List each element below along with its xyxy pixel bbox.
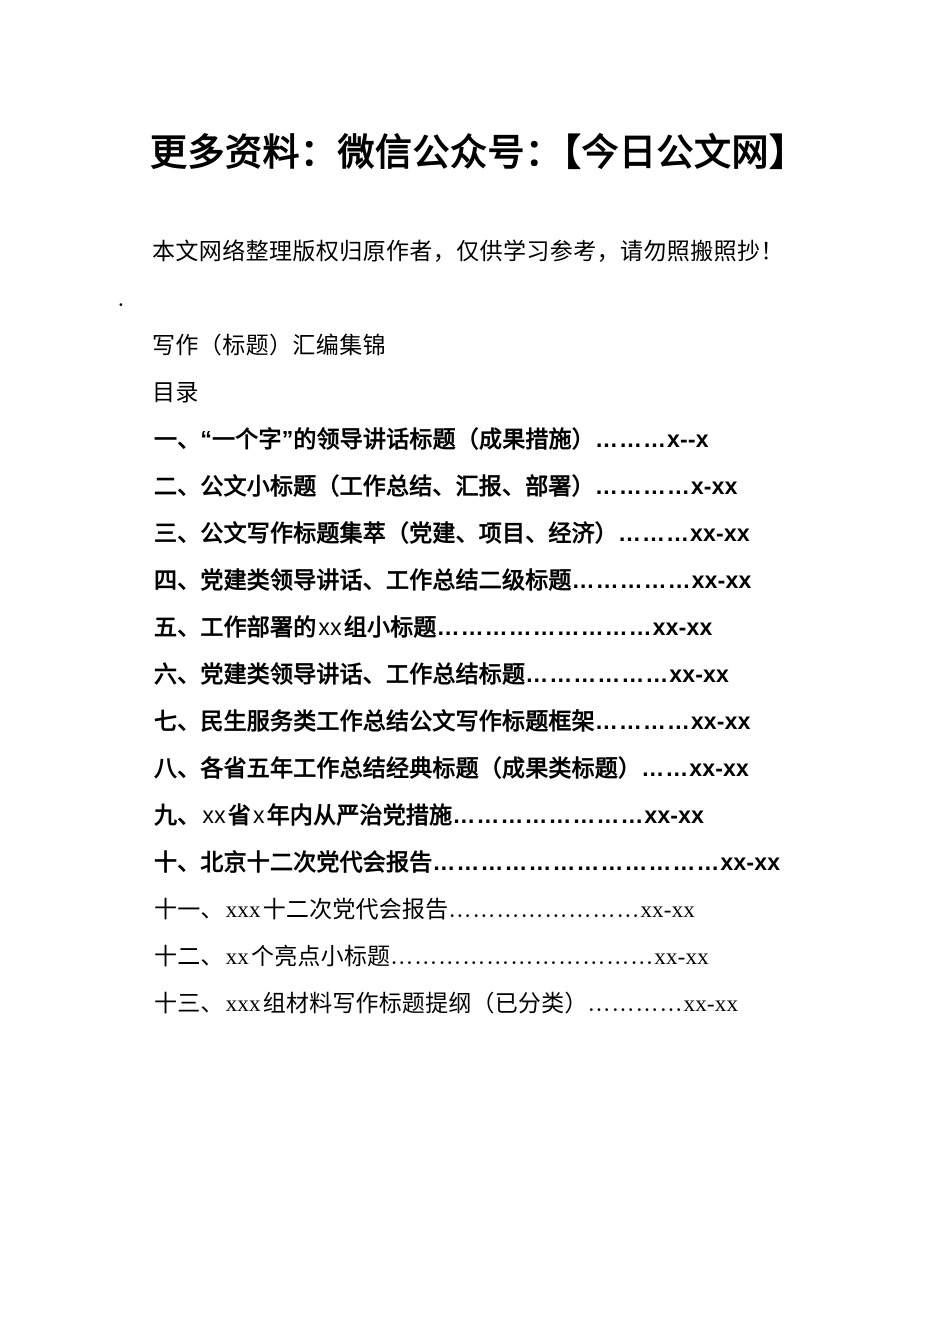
toc-leader-dots: ……………………………	[390, 944, 655, 969]
toc-page-number: xx-xx	[689, 755, 750, 781]
latin: xx	[202, 802, 226, 828]
title_post: 个亮点小标题	[251, 944, 391, 969]
toc-page-number: xx-xx	[669, 661, 730, 687]
toc-page-number: x--x	[667, 426, 709, 452]
toc-number: 九、	[154, 802, 201, 828]
toc-leader-dots: ………………………………	[432, 849, 721, 875]
toc-leader-dots: ……	[641, 755, 690, 781]
title: 党建类领导讲话、工作总结标题	[200, 661, 526, 687]
toc-number: 八、	[154, 755, 201, 781]
toc-leader-dots: ………………	[525, 661, 670, 687]
toc-entry[interactable]: 四、党建类领导讲话、工作总结二级标题……………xx-xx	[118, 557, 832, 604]
toc-number: 十三、	[154, 991, 224, 1016]
toc-number: 五、	[154, 614, 201, 640]
document-subtitle: 写作（标题）汇编集锦	[152, 333, 386, 358]
toc-page-number: xx-xx	[654, 944, 709, 969]
toc-leader-dots: ……………………	[448, 897, 641, 922]
toc-number: 十一、	[154, 897, 224, 922]
latin: xx	[225, 944, 250, 969]
title_post: 十二次党代会报告	[262, 897, 449, 922]
toc-entry[interactable]: 十一、xxx十二次党代会报告……………………xx-xx	[118, 886, 832, 933]
latin: xxx	[225, 991, 261, 1016]
document-body: 本文网络整理版权归原作者，仅供学习参考，请勿照搬照抄！ . 写作（标题）汇编集锦…	[118, 228, 832, 1027]
title: “一个字”的领导讲话标题（成果措施）	[200, 426, 596, 452]
toc-number: 二、	[154, 473, 201, 499]
toc-heading: 目录	[152, 380, 199, 405]
toc-page-number: xx-xx	[691, 567, 752, 593]
toc-entry[interactable]: 二、公文小标题（工作总结、汇报、部署）…………x-xx	[118, 463, 832, 510]
title_post: 年内从严治党措施	[266, 802, 453, 828]
toc-entry[interactable]: 十二、xx个亮点小标题……………………………xx-xx	[118, 933, 832, 980]
toc-leader-dots: ……………………	[452, 802, 645, 828]
title_pre: 工作部署的	[200, 614, 317, 640]
toc-leader-dots: ………	[595, 426, 668, 452]
title_post: 组小标题	[343, 614, 437, 640]
toc-entry[interactable]: 六、党建类领导讲话、工作总结标题………………xx-xx	[118, 651, 832, 698]
toc-page-number: xx-xx	[652, 614, 713, 640]
disclaimer-continuation: .	[118, 286, 124, 311]
toc-leader-dots: …………	[587, 991, 684, 1016]
title: 党建类领导讲话、工作总结二级标题	[200, 567, 572, 593]
toc-entry[interactable]: 一、“一个字”的领导讲话标题（成果措施）………x--x	[118, 416, 832, 463]
toc-leader-dots: ………	[618, 520, 691, 546]
toc-entry[interactable]: 八、各省五年工作总结经典标题（成果类标题）……xx-xx	[118, 745, 832, 792]
toc-leader-dots: ………………………	[436, 614, 653, 640]
toc-page-number: x-xx	[690, 473, 738, 499]
toc-page-number: xx-xx	[690, 708, 751, 734]
toc-leader-dots: …………	[594, 708, 691, 734]
latin: xx	[318, 614, 342, 640]
toc-number: 六、	[154, 661, 201, 687]
toc-entry[interactable]: 七、民生服务类工作总结公文写作标题框架…………xx-xx	[118, 698, 832, 745]
toc-page-number: xx-xx	[720, 849, 781, 875]
toc-number: 十二、	[154, 944, 224, 969]
title_mid: 省	[227, 802, 252, 828]
title: 各省五年工作总结经典标题（成果类标题）	[200, 755, 642, 781]
toc-entry[interactable]: 九、xx省x年内从严治党措施……………………xx-xx	[118, 792, 832, 839]
title: 公文小标题（工作总结、汇报、部署）	[200, 473, 595, 499]
title: 公文写作标题集萃（党建、项目、经济）	[200, 520, 619, 546]
title: 北京十二次党代会报告	[200, 849, 433, 875]
toc-page-number: xx-xx	[683, 991, 739, 1016]
toc-number: 十、	[154, 849, 201, 875]
toc-entry[interactable]: 十三、xxx组材料写作标题提纲（已分类）…………xx-xx	[118, 980, 832, 1027]
toc-entry[interactable]: 五、工作部署的xx组小标题………………………xx-xx	[118, 604, 832, 651]
disclaimer-paragraph: 本文网络整理版权归原作者，仅供学习参考，请勿照搬照抄！	[152, 239, 784, 264]
page-title: 更多资料：微信公众号：【今日公文网】	[150, 133, 807, 174]
toc-entry[interactable]: 三、公文写作标题集萃（党建、项目、经济）………xx-xx	[118, 510, 832, 557]
toc-entry[interactable]: 十、北京十二次党代会报告………………………………xx-xx	[118, 839, 832, 886]
toc-number: 一、	[154, 426, 201, 452]
latin2: x	[253, 802, 265, 828]
latin: xxx	[225, 897, 261, 922]
toc-number: 四、	[154, 567, 201, 593]
title_post: 组材料写作标题提纲（已分类）	[262, 991, 588, 1016]
toc-leader-dots: ……………	[571, 567, 692, 593]
title: 民生服务类工作总结公文写作标题框架	[200, 708, 595, 734]
toc-number: 三、	[154, 520, 201, 546]
toc-page-number: xx-xx	[644, 802, 705, 828]
toc-page-number: xx-xx	[640, 897, 695, 922]
toc-page-number: xx-xx	[690, 520, 750, 546]
toc-leader-dots: …………	[594, 473, 691, 499]
toc-number: 七、	[154, 708, 201, 734]
